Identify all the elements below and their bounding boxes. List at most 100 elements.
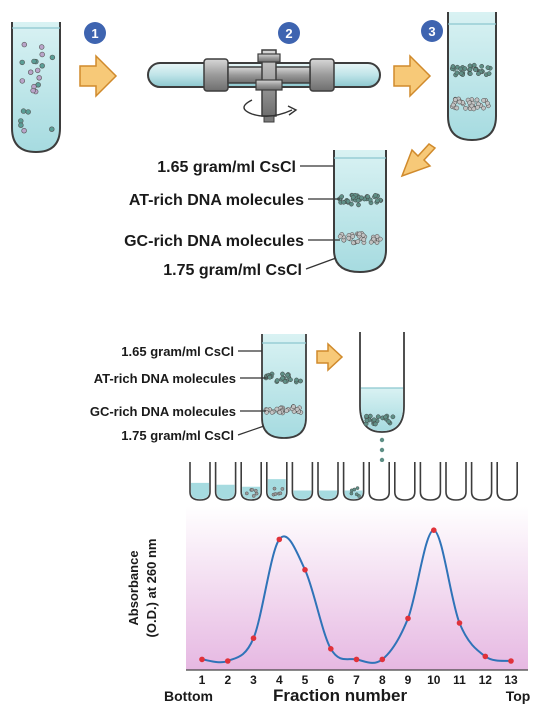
y-axis-label-line-2: (O.D.) at 260 nm xyxy=(144,539,159,638)
band-dot xyxy=(280,371,285,377)
band-dot xyxy=(294,377,299,383)
step-badge-2: 2 xyxy=(278,22,300,44)
band-dot xyxy=(452,97,458,103)
fraction-tube xyxy=(496,462,518,501)
data-point xyxy=(328,646,334,652)
mixed-dna-dots xyxy=(18,41,56,134)
band-dot xyxy=(463,105,468,111)
fraction-tube xyxy=(394,462,416,501)
arrow-2-icon xyxy=(393,54,432,98)
fraction-dot xyxy=(253,488,258,493)
dna-dot xyxy=(20,108,27,114)
band-dot xyxy=(475,104,480,110)
band-dot xyxy=(481,105,486,111)
x-tick-label: 5 xyxy=(302,673,309,687)
fraction-tube xyxy=(189,462,211,501)
fraction-tube xyxy=(266,462,288,501)
fraction-tube xyxy=(214,462,237,501)
band-dot xyxy=(294,406,300,412)
band-dot xyxy=(368,239,374,245)
data-point xyxy=(353,656,360,663)
at-band-middle xyxy=(263,371,303,385)
dna-dot xyxy=(31,58,37,65)
x-tick-label: 4 xyxy=(276,673,283,687)
dna-dot xyxy=(19,78,25,84)
top-label-gc-rich: GC-rich DNA molecules xyxy=(124,233,304,250)
data-point xyxy=(405,615,411,622)
step-number-2: 2 xyxy=(285,26,292,41)
band-dot xyxy=(364,418,370,423)
dripping-tube xyxy=(359,332,405,483)
fraction-dot xyxy=(272,486,277,491)
band-dot xyxy=(467,67,473,72)
fraction-tube-outline xyxy=(445,462,467,501)
band-dot xyxy=(339,194,345,199)
data-point xyxy=(482,653,489,660)
data-point xyxy=(431,527,437,533)
band-dot xyxy=(454,105,460,111)
band-dot xyxy=(355,198,361,203)
band-dot xyxy=(356,202,361,208)
band-dot xyxy=(467,71,473,77)
band-dot xyxy=(361,237,367,242)
band-dot xyxy=(350,194,356,200)
fraction-tubes-row xyxy=(189,462,518,501)
fraction-tube xyxy=(317,462,339,501)
band-dot xyxy=(485,100,490,106)
drip-band-dots xyxy=(363,413,396,427)
band-dot xyxy=(479,63,485,69)
tube-step-3 xyxy=(447,12,497,142)
dna-dot xyxy=(21,41,27,48)
mid-label-light-cscl: 1.65 gram/ml CsCl xyxy=(121,344,234,359)
band-dot xyxy=(274,406,280,412)
dna-dot xyxy=(19,59,25,66)
fraction-liquid xyxy=(216,484,235,499)
band-dot xyxy=(269,410,275,415)
x-right-label: Top xyxy=(506,688,531,704)
at-band-step-3 xyxy=(449,62,493,78)
band-dot xyxy=(350,234,356,239)
fraction-dot xyxy=(254,491,259,496)
band-dot xyxy=(371,236,377,242)
x-tick-label: 12 xyxy=(479,673,493,687)
band-dot xyxy=(274,378,280,383)
band-dot xyxy=(457,99,462,105)
fraction-liquid xyxy=(319,490,337,499)
band-dot xyxy=(485,65,491,70)
fraction-tube xyxy=(445,462,467,501)
fraction-tube xyxy=(342,462,365,501)
chart-plot-area xyxy=(186,506,528,670)
dna-dot xyxy=(30,87,36,94)
band-dot xyxy=(277,409,283,415)
band-dot xyxy=(288,377,293,383)
fraction-tube xyxy=(470,462,493,501)
dna-dot xyxy=(39,51,45,58)
dna-dot xyxy=(21,128,27,134)
band-dot xyxy=(349,201,354,207)
mid-label-heavy-cscl: 1.75 gram/ml CsCl xyxy=(121,428,234,443)
dna-dot xyxy=(35,82,41,88)
x-tick-label: 1 xyxy=(199,673,206,687)
band-dot xyxy=(474,97,480,103)
data-point xyxy=(456,620,463,626)
band-dot xyxy=(390,414,396,420)
dna-dot xyxy=(49,54,56,61)
band-dot xyxy=(373,192,378,198)
x-axis-label: Fraction number xyxy=(273,686,408,705)
dna-dot xyxy=(34,67,41,74)
band-dot xyxy=(450,102,456,108)
band-dot xyxy=(357,231,362,237)
rotation-arrow-icon xyxy=(243,99,298,117)
top-label-lines xyxy=(300,165,340,270)
x-tick-label: 8 xyxy=(379,673,386,687)
band-dot xyxy=(367,197,373,203)
x-tick-label: 7 xyxy=(353,673,360,687)
band-dot xyxy=(373,421,378,427)
band-dot xyxy=(365,194,371,200)
fraction-dot xyxy=(355,486,360,490)
data-point xyxy=(250,635,257,641)
band-dot xyxy=(450,64,456,69)
band-dot xyxy=(280,375,285,381)
